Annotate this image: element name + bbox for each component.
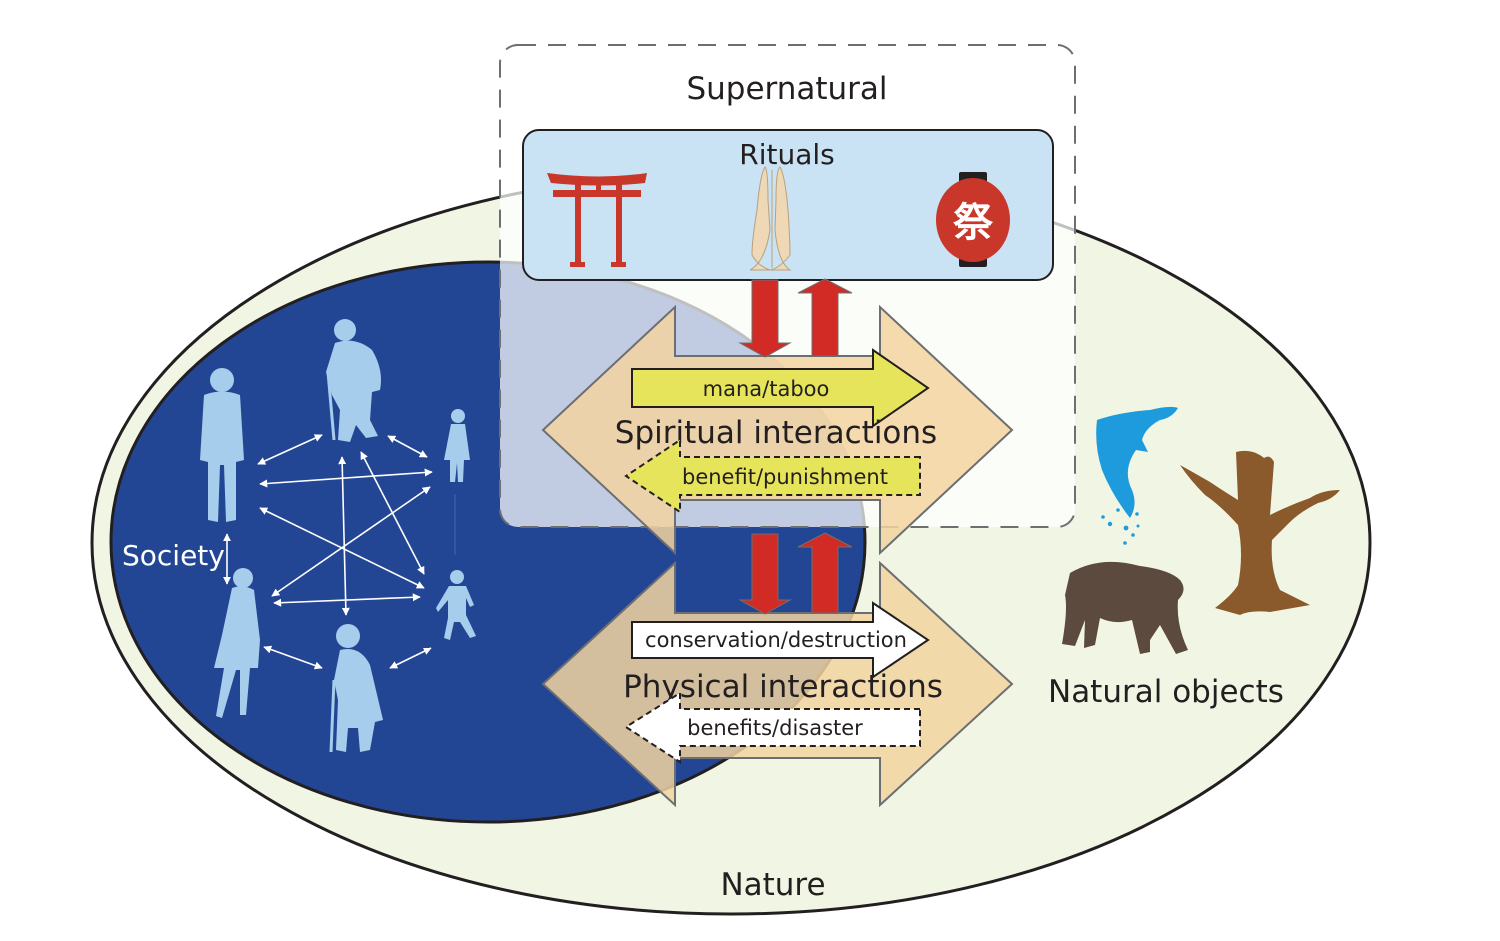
- boy-icon: [436, 570, 476, 640]
- red-arrow-up-lower: [797, 532, 853, 614]
- rituals-label: Rituals: [739, 138, 834, 171]
- woman-icon: [214, 568, 260, 718]
- natural-objects-label: Natural objects: [1048, 674, 1284, 710]
- supernatural-label: Supernatural: [686, 71, 887, 107]
- red-arrow-down-lower: [738, 533, 792, 615]
- festival-lantern-icon: 祭: [936, 172, 1010, 267]
- dead-tree-icon: [1180, 450, 1340, 615]
- elderly-man-icon: [326, 319, 381, 442]
- society-label: Society: [122, 539, 225, 572]
- benefit-punishment-label: benefit/punishment: [682, 465, 888, 489]
- bear-icon: [1062, 561, 1188, 654]
- torii-gate-icon: [547, 173, 647, 267]
- salmon-icon: [1096, 406, 1178, 545]
- nature-label: Nature: [720, 867, 825, 903]
- benefits-disaster-label: benefits/disaster: [687, 716, 863, 740]
- conservation-destruction-label: conservation/destruction: [645, 628, 907, 652]
- red-arrow-up-upper: [797, 278, 853, 357]
- benefits-disaster-arrow[interactable]: [624, 691, 921, 764]
- praying-hands-icon: [749, 166, 792, 271]
- lantern-glyph: 祭: [953, 200, 994, 246]
- mana-taboo-label: mana/taboo: [703, 377, 830, 401]
- spiritual-interactions-label: Spiritual interactions: [615, 415, 937, 451]
- mana-taboo-arrow[interactable]: [631, 348, 930, 428]
- red-arrow-down-upper: [738, 279, 792, 358]
- elderly-woman-icon: [329, 624, 383, 753]
- conservation-destruction-arrow[interactable]: [631, 601, 930, 679]
- man-icon: [200, 368, 244, 522]
- benefit-punishment-arrow[interactable]: [624, 438, 921, 514]
- social-links: [223, 434, 433, 670]
- girl-icon: [444, 409, 470, 482]
